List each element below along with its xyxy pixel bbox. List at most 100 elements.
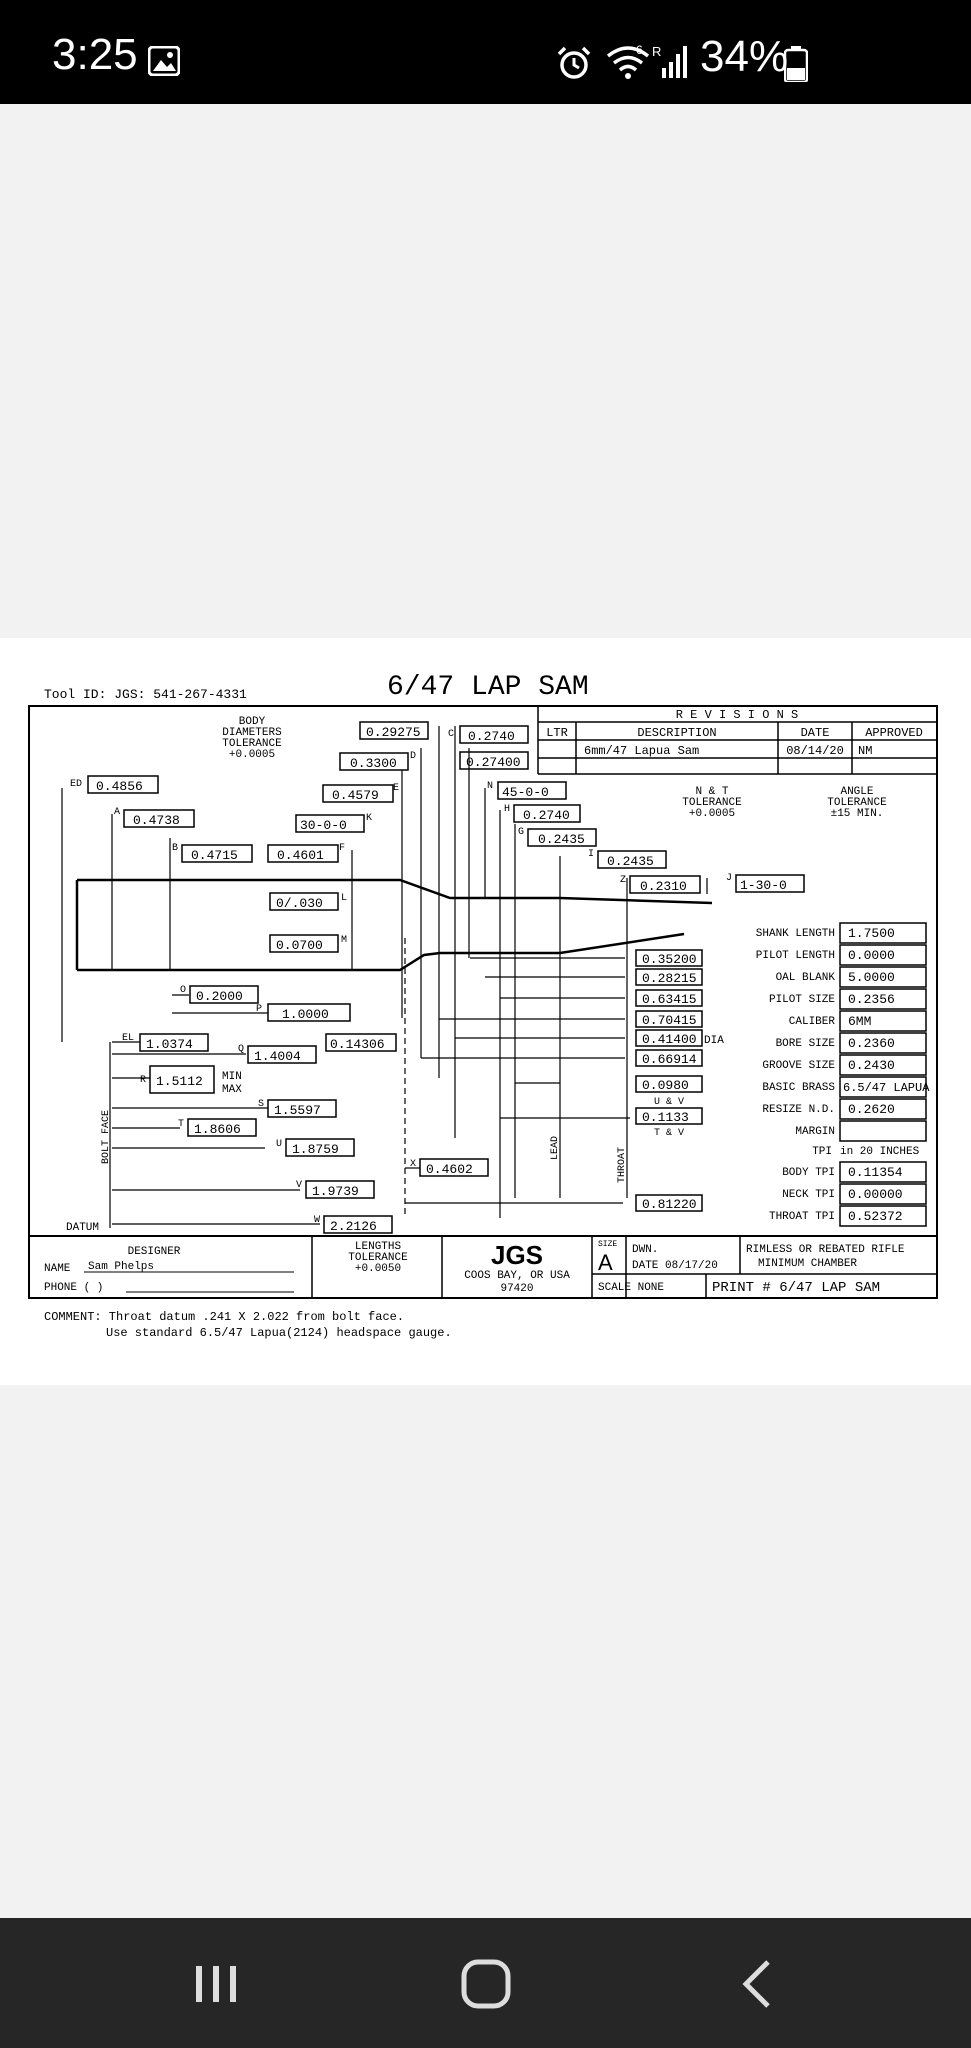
svg-text:T & V: T & V [654,1128,684,1139]
svg-text:A: A [598,1250,613,1275]
svg-text:PRINT # 6/47 LAP SAM: PRINT # 6/47 LAP SAM [712,1280,880,1296]
revisions-table: R E V I S I O N S LTR DESCRIPTION DATE A… [537,706,937,775]
svg-text:97420: 97420 [500,1283,533,1295]
svg-text:0.1133: 0.1133 [642,1110,689,1125]
spec-row: MARGIN [795,1120,927,1142]
svg-text:TPI: TPI [812,1146,832,1158]
svg-text:DWN.: DWN. [632,1244,658,1256]
svg-text:MAX: MAX [222,1084,242,1096]
chamber-profile [75,878,713,972]
svg-text:BODY: BODY [239,716,266,728]
svg-text:MARGIN: MARGIN [795,1126,835,1138]
svg-text:5.0000: 5.0000 [848,970,895,985]
svg-text:±15 MIN.: ±15 MIN. [831,808,884,820]
svg-text:0.29275: 0.29275 [366,725,421,740]
svg-text:1.8759: 1.8759 [292,1142,339,1157]
svg-text:J: J [726,873,732,884]
svg-text:TOLERANCE: TOLERANCE [682,797,742,809]
battery-percent: 34% [700,32,789,81]
back-icon[interactable] [718,1952,798,2016]
svg-text:1.5112: 1.5112 [156,1074,203,1089]
datum-label: DATUM [66,1222,99,1234]
svg-text:+0.0005: +0.0005 [689,808,735,820]
svg-text:E: E [393,783,399,794]
svg-text:N & T: N & T [695,786,728,798]
svg-text:L: L [341,893,347,904]
svg-text:0.11354: 0.11354 [848,1165,903,1180]
dim-M: M0.0700 [269,934,347,953]
dim-D: D 0.3300 [339,751,416,771]
svg-text:+0.0005: +0.0005 [229,749,275,761]
svg-text:G: G [518,827,524,838]
svg-text:B: B [172,843,178,854]
svg-text:0.4715: 0.4715 [191,848,238,863]
svg-text:TOLERANCE: TOLERANCE [222,738,282,750]
svg-text:X: X [410,1159,416,1170]
svg-text:0.4579: 0.4579 [332,788,379,803]
company-logo: JGS [491,1240,543,1270]
svg-text:SCALE NONE: SCALE NONE [598,1282,664,1294]
comment-line-1: COMMENT: Throat datum .241 X 2.022 from … [44,1310,404,1324]
svg-text:0.0980: 0.0980 [642,1078,689,1093]
svg-text:DIA: DIA [704,1035,724,1047]
svg-text:0.0700: 0.0700 [276,938,323,953]
body-tolerance: BODY DIAMETERS TOLERANCE +0.0005 [222,716,282,761]
svg-text:U: U [276,1139,282,1150]
svg-text:BASIC BRASS: BASIC BRASS [762,1082,835,1094]
svg-text:PILOT SIZE: PILOT SIZE [769,994,835,1006]
svg-text:0.3300: 0.3300 [350,756,397,771]
right-column-values: 0.35200 0.28215 0.63415 0.70415 0.41400 … [635,949,724,1212]
svg-text:08/14/20: 08/14/20 [786,744,844,758]
svg-text:BODY TPI: BODY TPI [782,1167,835,1179]
gallery-icon [148,46,180,76]
chamber-drawing[interactable]: Tool ID: JGS: 541-267-4331 6/47 LAP SAM … [0,638,971,1385]
svg-text:0.4601: 0.4601 [277,848,324,863]
chamber-drawing-svg: Tool ID: JGS: 541-267-4331 6/47 LAP SAM … [28,672,938,1340]
svg-text:D: D [410,751,416,762]
svg-text:0.2430: 0.2430 [848,1058,895,1073]
dim-Z: Z 0.2310 [620,875,701,894]
svg-text:SIZE: SIZE [598,1240,617,1249]
svg-text:6mm/47 Lapua Sam: 6mm/47 Lapua Sam [584,744,699,758]
dim-B: B 0.4715 [172,843,253,863]
svg-text:Sam Phelps: Sam Phelps [88,1261,154,1273]
dim-A: A0.4738 [114,807,195,828]
svg-text:0.2310: 0.2310 [640,879,687,894]
home-icon[interactable] [446,1952,526,2016]
svg-text:Z: Z [620,875,626,886]
svg-text:C: C [448,729,454,740]
dim-C3: 0.27400 [459,751,529,770]
svg-text:R E V I S I O N S: R E V I S I O N S [676,708,798,722]
svg-text:0.00000: 0.00000 [848,1187,903,1202]
alarm-icon [557,46,591,79]
svg-text:0.2620: 0.2620 [848,1102,895,1117]
status-bar: 3:25 6 R 34% [0,0,971,104]
nt-tolerance: N & T TOLERANCE +0.0005 [682,786,742,820]
svg-text:N: N [487,781,493,792]
svg-text:1.9739: 1.9739 [312,1184,359,1199]
svg-text:K: K [366,813,372,824]
svg-text:6: 6 [636,44,643,57]
dim-K: K30-0-0 [295,813,372,833]
svg-text:0.2435: 0.2435 [607,854,654,869]
svg-text:U & V: U & V [654,1097,684,1108]
recent-apps-icon[interactable] [176,1952,256,2016]
svg-text:DATE 08/17/20: DATE 08/17/20 [632,1260,718,1272]
svg-text:LENGTHS: LENGTHS [355,1241,402,1253]
profile-dimension-lines [61,726,708,1228]
svg-text:COOS BAY, OR USA: COOS BAY, OR USA [464,1270,570,1282]
svg-text:P: P [256,1004,262,1015]
svg-text:F: F [339,843,345,854]
svg-text:0.4602: 0.4602 [426,1162,473,1177]
svg-text:DESCRIPTION: DESCRIPTION [637,726,716,740]
svg-text:V: V [296,1180,302,1191]
